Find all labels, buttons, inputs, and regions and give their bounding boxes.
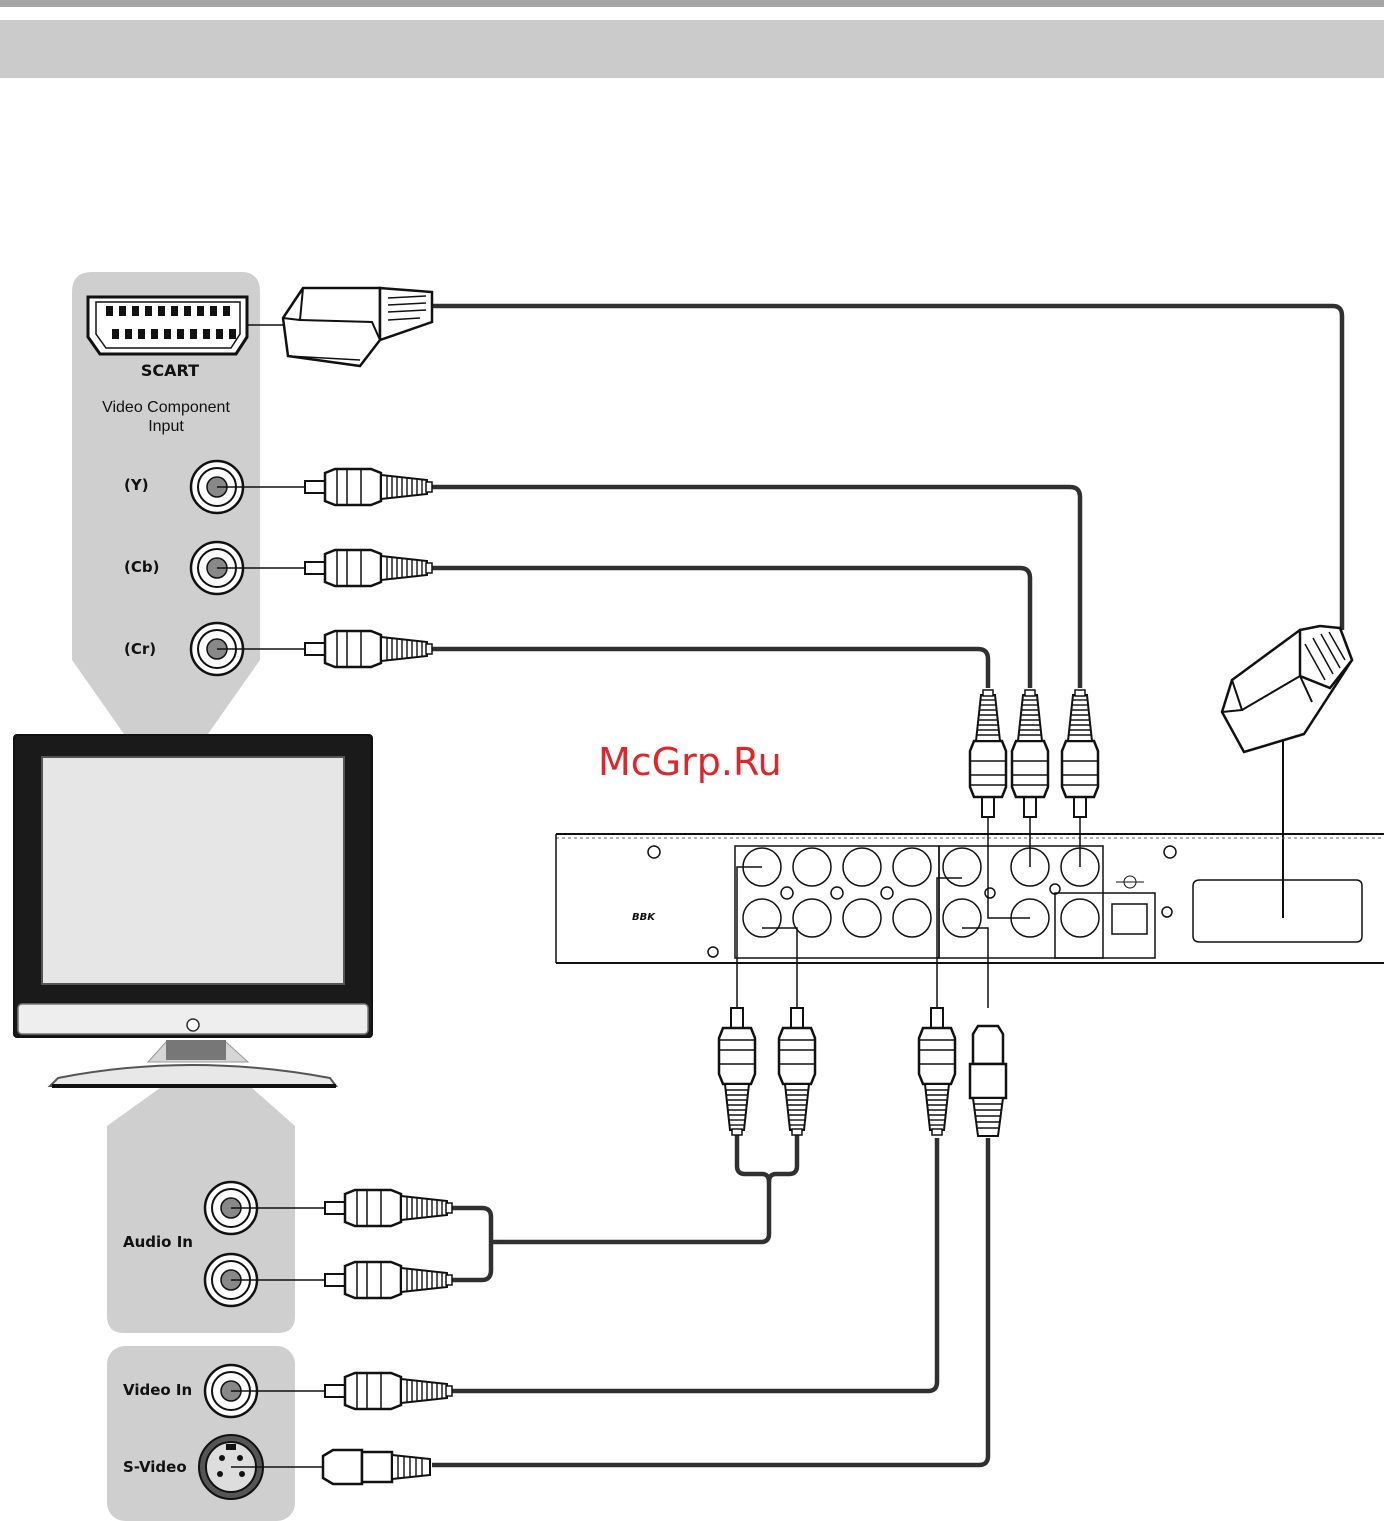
rca-plug-icon: [919, 1008, 955, 1135]
svideo-plug-icon: [970, 1026, 1006, 1136]
tv-monitor-icon: [14, 735, 372, 1086]
tv-panel-video: [107, 1346, 295, 1521]
scart-plug-icon: [283, 288, 432, 366]
cr-label: (Cr): [124, 640, 156, 658]
scart-socket-icon: [88, 297, 247, 354]
cb-label: (Cb): [124, 558, 159, 576]
rca-plug-icon: [325, 1190, 452, 1226]
rca-plug-icon: [305, 469, 432, 505]
component-title-line1: Video Component: [102, 399, 230, 416]
rca-plug-icon: [1062, 690, 1098, 817]
y-label: (Y): [124, 476, 149, 494]
scart-label: SCART: [141, 361, 199, 380]
video-in-label: Video In: [123, 1381, 192, 1399]
scart-plug-icon: [1222, 626, 1352, 918]
rca-plug-icon: [970, 690, 1006, 817]
watermark: McGrp.Ru: [598, 740, 782, 784]
rca-plug-icon: [305, 550, 432, 586]
dvd-rear-panel: BBK: [556, 817, 1384, 1008]
rca-plug-icon: [305, 631, 432, 667]
rca-plug-icon: [325, 1262, 452, 1298]
rca-plug-icon: [325, 1373, 452, 1409]
s-video-label: S-Video: [123, 1458, 187, 1476]
component-title-line2: Input: [148, 418, 184, 435]
rca-plug-icon: [719, 1008, 755, 1135]
svideo-plug-icon: [323, 1450, 430, 1484]
tv-panel-audio: [107, 1088, 295, 1333]
audio-in-label: Audio In: [123, 1233, 193, 1251]
rca-plug-icon: [1012, 690, 1048, 817]
player-brand: BBK: [632, 912, 656, 923]
rca-plug-icon: [779, 1008, 815, 1135]
